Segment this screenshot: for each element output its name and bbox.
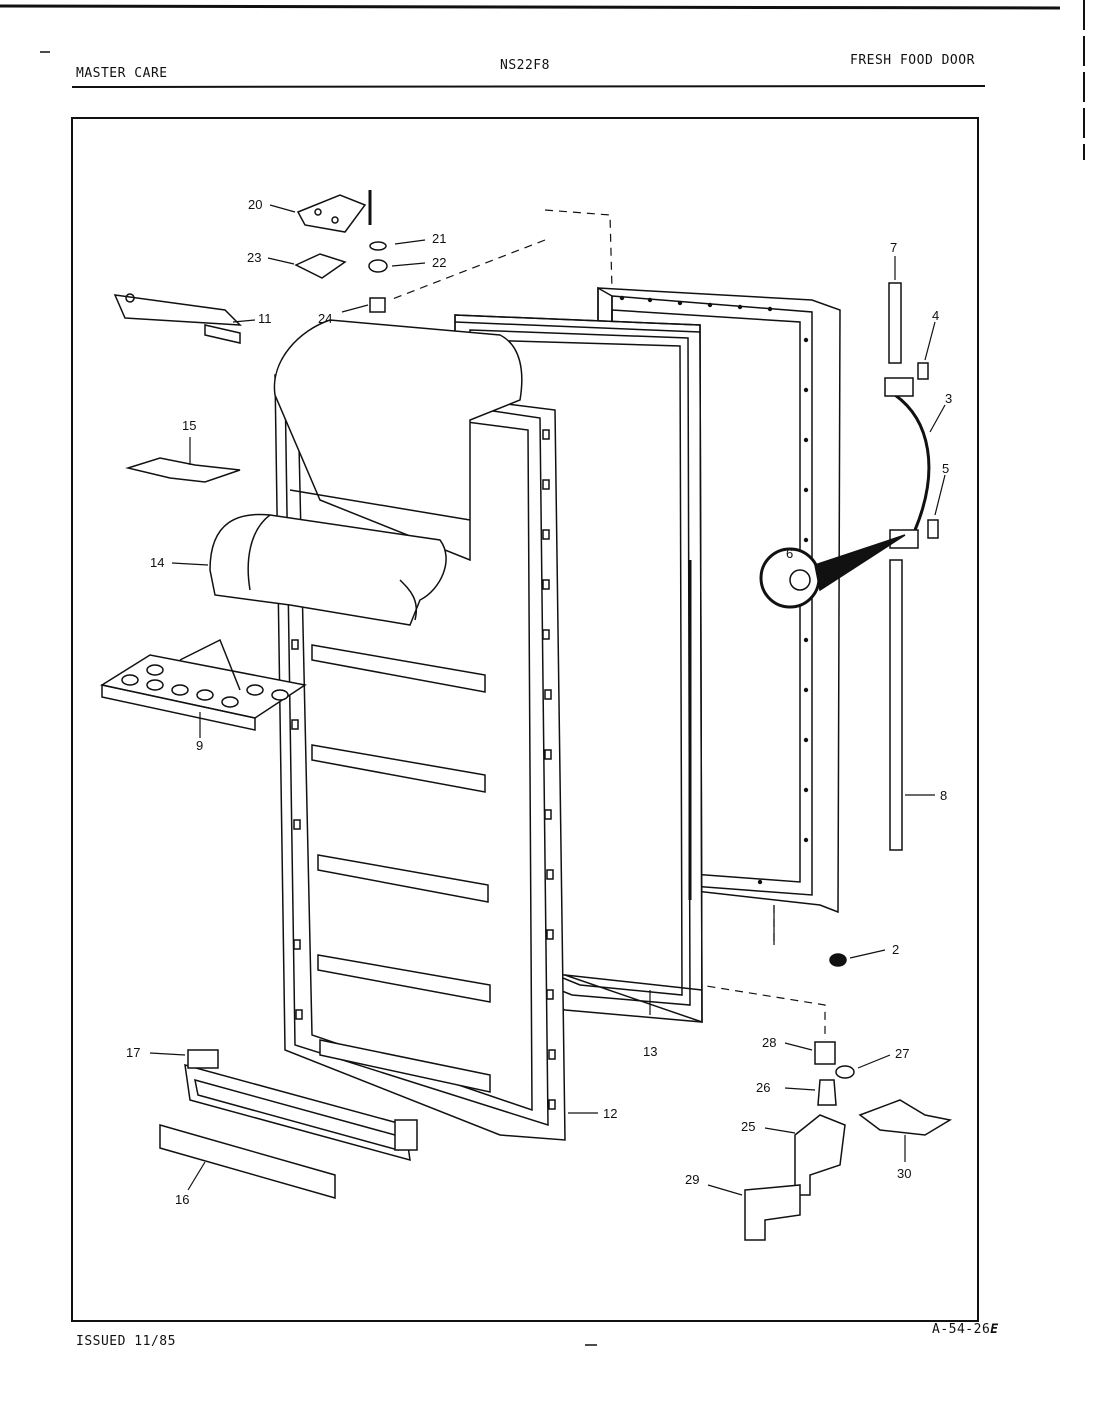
trim-strip-7 (888, 282, 902, 364)
end-cap-5 (927, 519, 939, 539)
header-rule (71, 85, 986, 88)
callout-13: 13 (643, 1044, 657, 1059)
washer-21 (369, 241, 387, 251)
bushing-28 (814, 1041, 836, 1065)
detail-6 (759, 534, 906, 609)
callout-29: 29 (685, 1172, 699, 1187)
drawing-code: A-54-26E (932, 1322, 999, 1337)
small-tray-15 (125, 457, 241, 483)
drawing-code-main: A-54-26 (932, 1322, 991, 1337)
callout-4: 4 (932, 308, 939, 323)
washer-27 (835, 1065, 855, 1079)
callout-3: 3 (945, 391, 952, 406)
cap-2 (829, 953, 847, 967)
trim-strip-8 (889, 559, 903, 851)
callout-25: 25 (741, 1119, 755, 1134)
brand-label: MASTER CARE (76, 66, 168, 81)
callout-6: 6 (786, 546, 793, 561)
bushing-22 (368, 259, 388, 273)
callout-24: 24 (318, 311, 332, 326)
pin-26 (817, 1079, 837, 1106)
plate-23 (294, 253, 347, 279)
callout-labels: 20 21 22 23 24 11 15 14 9 7 4 3 5 6 8 2 … (126, 197, 952, 1207)
top-hinge-20 (296, 190, 372, 233)
model-label: NS22F8 (500, 58, 550, 73)
bin-cover-14 (209, 513, 447, 626)
callout-7: 7 (890, 240, 897, 255)
callout-21: 21 (432, 231, 446, 246)
callout-15: 15 (182, 418, 196, 433)
callout-22: 22 (432, 255, 446, 270)
assembly-line-hinge (389, 239, 546, 301)
leader-lines (149, 204, 946, 1196)
section-title: FRESH FOOD DOOR (850, 53, 975, 68)
egg-tray-9 (100, 638, 307, 731)
door-handle-3 (884, 377, 931, 549)
callout-12: 12 (603, 1106, 617, 1121)
assembly-line-top (544, 209, 613, 291)
callout-2: 2 (892, 942, 899, 957)
callout-30: 30 (897, 1166, 911, 1181)
callout-14: 14 (150, 555, 164, 570)
bracket-25 (794, 1114, 846, 1196)
door-rail-17 (184, 1049, 418, 1162)
issued-date: ISSUED 11/85 (76, 1334, 176, 1349)
callout-23: 23 (247, 250, 261, 265)
hinge-plate-30 (858, 1099, 953, 1136)
callout-16: 16 (175, 1192, 189, 1207)
spacer-24 (369, 297, 386, 313)
callout-11: 11 (258, 311, 272, 326)
callout-8: 8 (940, 788, 947, 803)
callout-9: 9 (196, 738, 203, 753)
callout-5: 5 (942, 461, 949, 476)
rail-insert-16 (159, 1124, 336, 1199)
callout-27: 27 (895, 1046, 909, 1061)
inner-door-liner (273, 319, 566, 1141)
drawing-code-suffix: E (990, 1322, 999, 1337)
callout-26: 26 (756, 1080, 770, 1095)
plate-29 (744, 1184, 801, 1241)
callout-28: 28 (762, 1035, 776, 1050)
top-rule (0, 4, 1061, 10)
callout-20: 20 (248, 197, 262, 212)
liner-screw-holes (291, 429, 556, 1110)
end-cap-4 (917, 362, 929, 380)
hinge-bracket-11 (113, 293, 242, 344)
drawing-frame (71, 117, 979, 1322)
callout-17: 17 (126, 1045, 140, 1060)
